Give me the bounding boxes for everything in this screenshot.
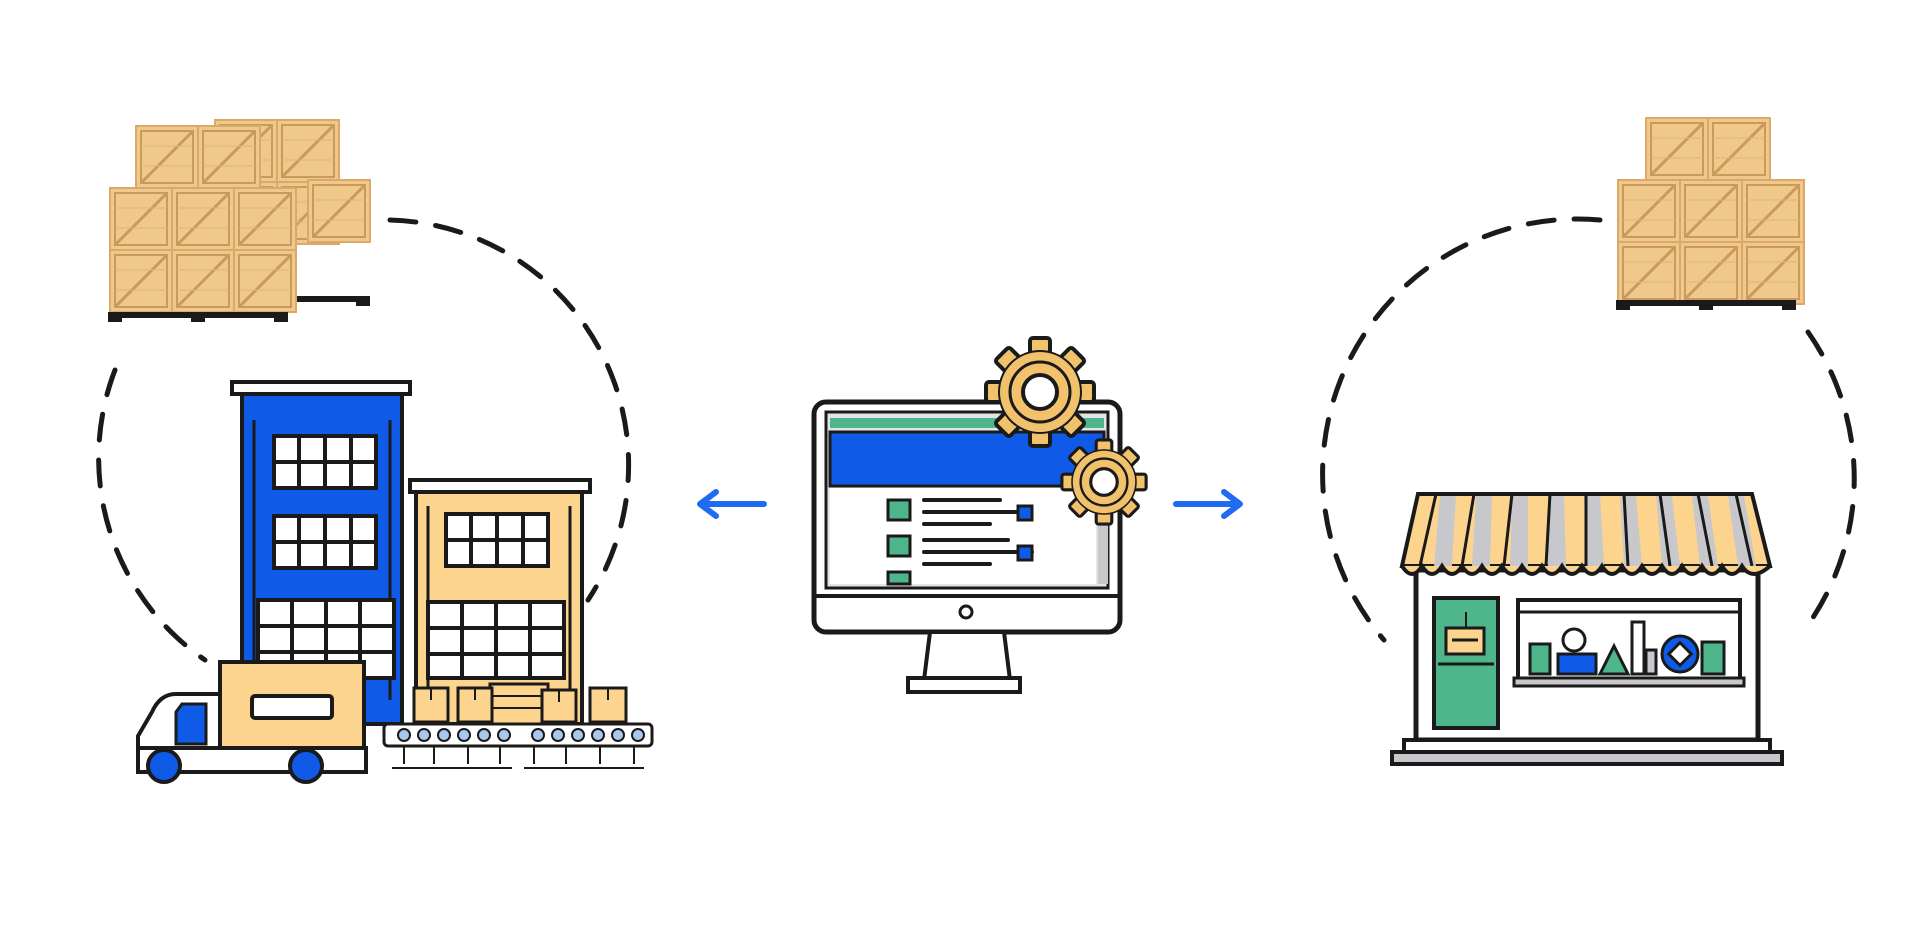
crate-stack-icon — [1616, 116, 1806, 310]
computer-monitor-icon — [811, 399, 1123, 694]
dashed-arc-right — [1320, 216, 1857, 643]
factory-building-icon — [230, 380, 592, 726]
crate-stack-icon — [108, 118, 372, 322]
arrow-left-icon — [697, 489, 767, 519]
arrow-right-icon — [1173, 489, 1243, 519]
store-front-icon — [1390, 492, 1784, 766]
conveyor-belt-icon — [382, 686, 654, 769]
dashed-arc-left — [96, 217, 632, 663]
delivery-truck-icon — [136, 660, 368, 784]
